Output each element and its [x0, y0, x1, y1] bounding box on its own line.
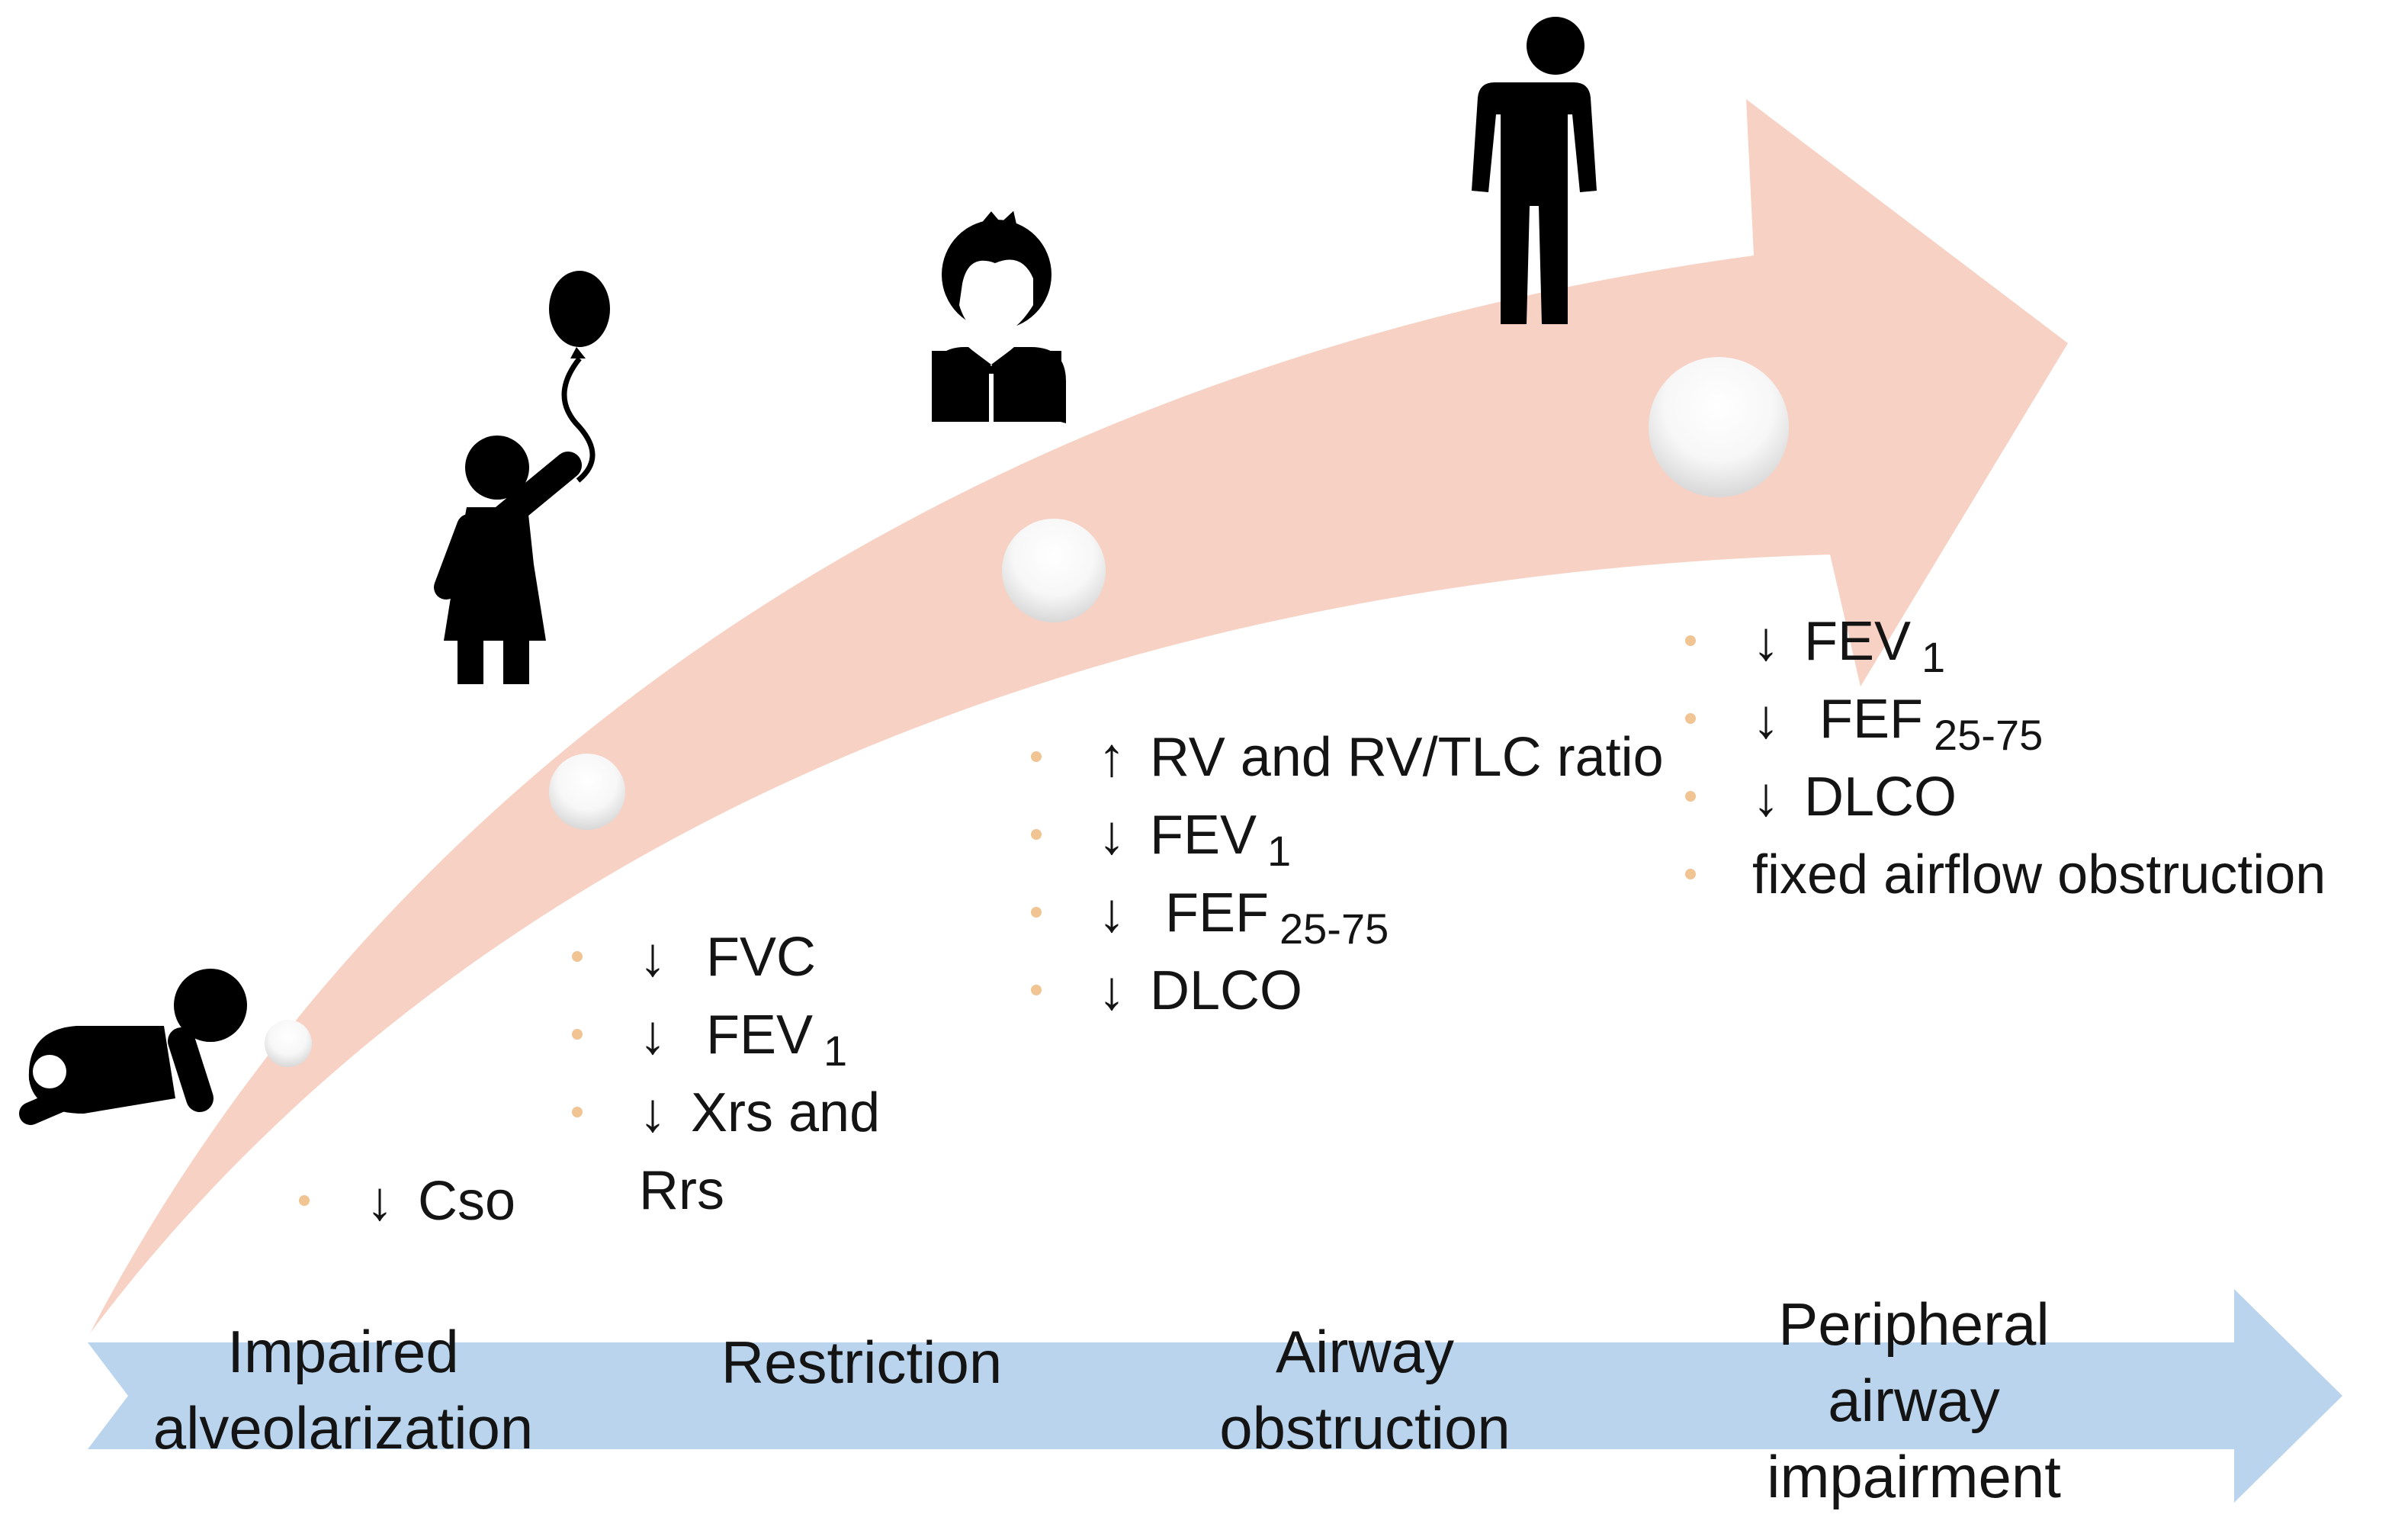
- crawling-infant-icon: [19, 969, 247, 1125]
- down-arrow-icon: ↓: [1752, 689, 1780, 750]
- stage-label-restriction: Restriction: [671, 1324, 1052, 1400]
- finding-item: ↓ Cso: [299, 1162, 516, 1240]
- finding-subscript: 25-75: [1934, 711, 2044, 759]
- finding-text: FEF: [1804, 689, 1923, 750]
- bullet-dot: [572, 1029, 583, 1040]
- stage-label-line: Restriction: [721, 1329, 1003, 1396]
- down-arrow-icon: ↓: [366, 1171, 393, 1232]
- adult-man-icon: [1467, 17, 1597, 324]
- finding-text: FVC: [691, 927, 817, 988]
- bullet-dot: [299, 1195, 310, 1206]
- stage-label-line: Impaired: [227, 1318, 459, 1385]
- boy-bowtie-icon: [932, 211, 1066, 423]
- curve-node: [265, 1020, 312, 1067]
- findings-list-stage1: ↓ Cso: [299, 1162, 516, 1240]
- finding-text: FEV: [1150, 805, 1257, 866]
- finding-item: ↓ DLCO: [1685, 758, 2326, 836]
- finding-text: FEV: [691, 1005, 814, 1066]
- finding-subscript: 1: [824, 1027, 848, 1075]
- stage-label-line: impairment: [1767, 1443, 2061, 1510]
- finding-text: DLCO: [1150, 960, 1303, 1021]
- finding-subscript: 1: [1267, 827, 1292, 875]
- finding-item: ↑ RV and RV/TLC ratio: [1031, 718, 1664, 796]
- curve-node: [1649, 357, 1789, 497]
- bullet-dot: [1031, 751, 1042, 762]
- stage-label-line: Airway: [1275, 1318, 1455, 1385]
- timeline-arrow: [88, 1289, 2342, 1503]
- finding-text: Xrs and: [691, 1082, 881, 1143]
- down-arrow-icon: ↓: [1098, 882, 1125, 944]
- stage-label-airway-obstruction: Airway obstruction: [1129, 1313, 1601, 1466]
- stage-label-line: obstruction: [1219, 1394, 1511, 1461]
- down-arrow-icon: ↓: [1752, 611, 1780, 672]
- finding-item: ↓ Xrs and: [572, 1074, 881, 1152]
- finding-subscript: 25-75: [1279, 905, 1389, 953]
- finding-text: fixed airflow obstruction: [1752, 844, 2326, 905]
- stage-label-peripheral-airway-impairment: Peripheral airway impairment: [1678, 1286, 2150, 1515]
- bullet-dot: [1031, 829, 1042, 840]
- up-arrow-icon: ↑: [1098, 727, 1125, 788]
- bullet-dot: [572, 1107, 583, 1117]
- curve-node: [549, 754, 625, 830]
- bullet-dot: [1685, 635, 1696, 646]
- bullet-dot: [1031, 985, 1042, 995]
- finding-item: fixed airflow obstruction: [1685, 836, 2326, 914]
- finding-text: DLCO: [1804, 767, 1957, 828]
- stage-label-line: Peripheral: [1778, 1291, 2050, 1358]
- finding-text: Rrs: [639, 1160, 724, 1221]
- bullet-dot: [1685, 713, 1696, 724]
- finding-item-continuation: Rrs: [639, 1152, 880, 1230]
- down-arrow-icon: ↓: [1098, 805, 1125, 866]
- bullet-dot: [1685, 791, 1696, 802]
- bullet-dot: [1031, 907, 1042, 918]
- bullet-dot: [1685, 869, 1696, 879]
- girl-with-balloon-icon: [434, 271, 610, 684]
- finding-text: FEV: [1804, 611, 1912, 672]
- finding-text: FEF: [1150, 882, 1269, 944]
- down-arrow-icon: ↓: [639, 1005, 666, 1066]
- stage-label-impaired-alveolarization: Impaired alveolarization: [107, 1313, 580, 1466]
- down-arrow-icon: ↓: [1098, 960, 1125, 1021]
- finding-item: ↓ FVC: [572, 918, 880, 996]
- stage-label-line: airway: [1828, 1367, 2000, 1434]
- finding-subscript: 1: [1922, 633, 1946, 681]
- finding-text: Cso: [418, 1171, 516, 1232]
- curve-node: [1002, 519, 1106, 622]
- bullet-dot: [572, 951, 583, 962]
- growth-arrow: [90, 99, 2068, 1333]
- down-arrow-icon: ↓: [639, 927, 666, 988]
- finding-item: ↓ DLCO: [1031, 952, 1664, 1030]
- stage-label-line: alveolarization: [153, 1394, 534, 1461]
- down-arrow-icon: ↓: [1752, 767, 1780, 828]
- down-arrow-icon: ↓: [639, 1082, 666, 1143]
- finding-text: RV and RV/TLC ratio: [1150, 727, 1664, 788]
